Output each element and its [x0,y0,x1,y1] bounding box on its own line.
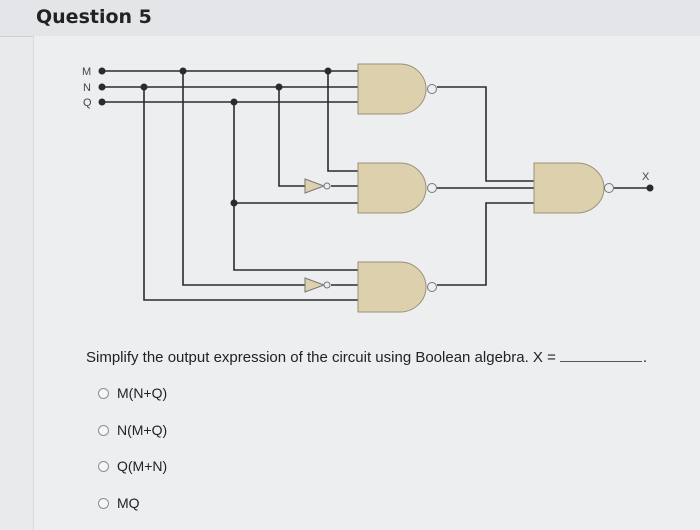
option-label: N(M+Q) [117,422,168,438]
question-trailing: . [642,349,648,366]
question-title: Question 5 [36,6,152,28]
option-1[interactable]: M(N+Q) [98,383,167,403]
nand-gate-2 [357,162,427,214]
output-terminal-x [646,184,654,192]
input-terminal-n [98,83,106,91]
input-label-q: Q [83,97,92,109]
radio-button[interactable] [98,424,109,436]
option-2[interactable]: N(M+Q) [98,420,167,440]
not-gate-1 [304,178,326,194]
question-prompt: Simplify the output expression of the ci… [86,349,647,366]
nand-gate-1 [357,63,427,115]
radio-button[interactable] [98,497,109,509]
input-terminal-q [98,98,106,106]
nand-gate-3 [357,261,427,313]
radio-button[interactable] [98,460,109,472]
nand-gate-output [533,162,605,214]
option-3[interactable]: Q(M+N) [98,456,167,476]
option-label: MQ [117,495,140,511]
answer-blank [559,349,642,362]
not-gate-2 [304,277,326,293]
option-label: Q(M+N) [117,458,168,474]
input-label-m: M [82,66,91,78]
input-label-n: N [83,82,91,94]
input-terminal-m [98,67,106,75]
output-label-x: X [642,171,650,183]
option-4[interactable]: MQ [98,493,140,513]
option-label: M(N+Q) [117,385,168,401]
logic-circuit-diagram: M N Q X [82,63,654,313]
radio-button[interactable] [98,387,109,399]
question-text: Simplify the output expression of the ci… [86,349,556,366]
